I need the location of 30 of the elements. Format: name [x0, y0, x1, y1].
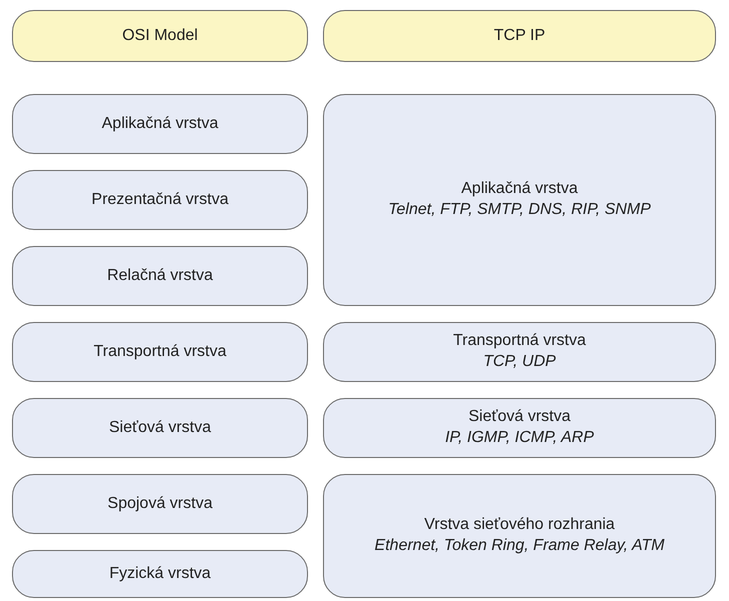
layer-box: [12, 398, 308, 458]
layer-box: [323, 94, 716, 306]
layer-box: [12, 474, 308, 534]
layer-name: Sieťová vrstva: [468, 407, 571, 428]
protocol-list: Telnet, FTP, SMTP, DNS, RIP, SNMP: [388, 200, 651, 221]
layer-name: Spojová vrstva: [108, 494, 212, 514]
layer-box: [12, 94, 308, 154]
layer-name: Transportná vrstva: [453, 331, 586, 352]
header-box: [323, 10, 716, 62]
layer-name: OSI Model: [122, 26, 198, 46]
layer-name: Transportná vrstva: [94, 342, 226, 362]
layer-box: [323, 474, 716, 598]
layer-name: Aplikačná vrstva: [102, 114, 218, 134]
layer-box: [12, 170, 308, 230]
layer-box: [12, 322, 308, 382]
protocol-list: TCP, UDP: [483, 352, 556, 373]
protocol-list: Ethernet, Token Ring, Frame Relay, ATM: [374, 536, 664, 557]
layer-name: TCP IP: [494, 26, 546, 46]
layer-name: Vrstva sieťového rozhrania: [424, 515, 615, 536]
layer-name: Aplikačná vrstva: [461, 179, 578, 200]
layer-name: Fyzická vrstva: [109, 564, 211, 584]
layer-name: Prezentačná vrstva: [92, 190, 228, 210]
layer-box: [12, 246, 308, 306]
header-box: [12, 10, 308, 62]
layer-box: [323, 322, 716, 382]
protocol-list: IP, IGMP, ICMP, ARP: [445, 428, 594, 449]
layer-name: Sieťová vrstva: [108, 418, 212, 438]
layer-box: [12, 550, 308, 598]
layer-name: Relačná vrstva: [107, 266, 213, 286]
layer-box: [323, 398, 716, 458]
